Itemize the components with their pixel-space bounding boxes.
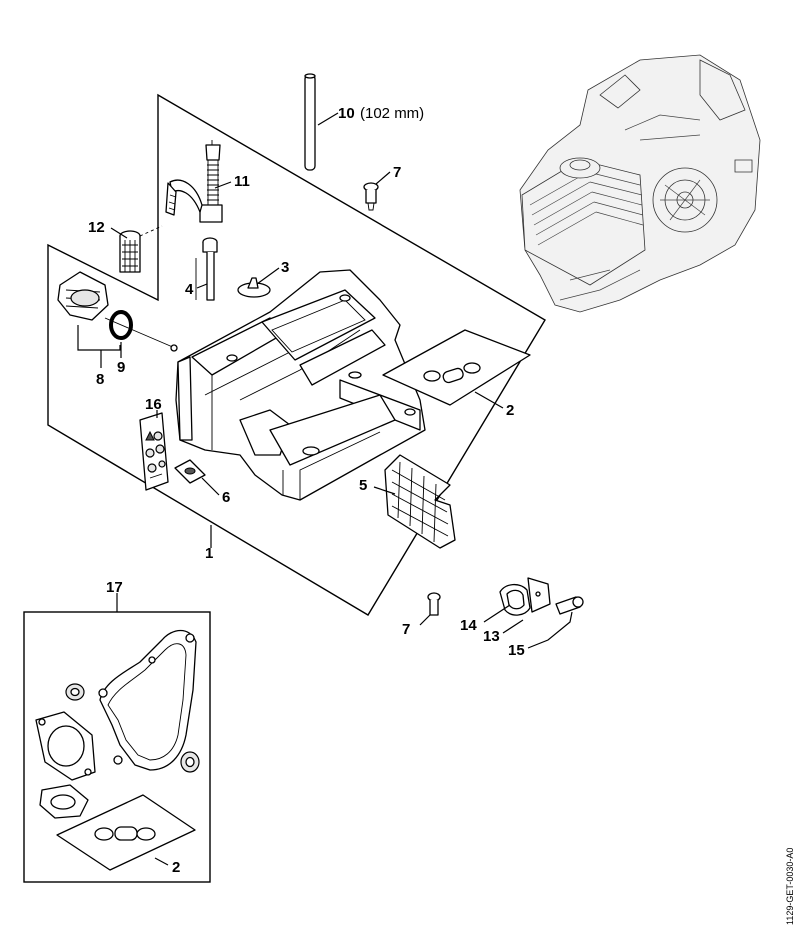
engine-reference-illustration <box>519 54 761 313</box>
document-id: 1129-GET-0030-A0 <box>785 848 795 925</box>
callout-9: 9 <box>117 359 125 376</box>
crankcase <box>175 269 426 501</box>
callout-12: 12 <box>88 219 105 236</box>
callout-10: 10 <box>338 105 355 122</box>
oil-hose <box>165 140 223 223</box>
callout-16: 16 <box>145 396 162 413</box>
filter-screen <box>384 454 456 549</box>
callout-13: 13 <box>483 628 500 645</box>
callout-7-lower: 7 <box>402 621 410 638</box>
part-4-fitting <box>195 237 218 301</box>
callout-2-lower: 2 <box>172 859 180 876</box>
callout-3: 3 <box>281 259 289 276</box>
callout-15: 15 <box>508 642 525 659</box>
part-6-pad <box>174 459 206 484</box>
callout-7-upper: 7 <box>393 164 401 181</box>
hose-102mm <box>304 73 316 171</box>
callout-14: 14 <box>460 617 477 634</box>
bracket-clip-screw <box>499 577 584 616</box>
callout-5: 5 <box>359 477 367 494</box>
callout-17: 17 <box>106 579 123 596</box>
leader-lines <box>77 112 573 866</box>
gasket-set <box>35 629 200 871</box>
callout-1: 1 <box>205 545 213 562</box>
gasket-upper <box>382 329 531 406</box>
oil-pump <box>57 271 178 352</box>
callout-labels: 1 2 2 3 4 5 6 7 7 8 9 10 (102 mm) 11 12 … <box>88 105 525 876</box>
part-3-cap <box>237 277 271 298</box>
callout-8: 8 <box>96 371 104 388</box>
warning-label <box>139 412 169 491</box>
callout-2-upper: 2 <box>506 402 514 419</box>
oil-strainer <box>119 225 163 273</box>
o-ring <box>109 310 133 340</box>
callout-11: 11 <box>234 173 250 190</box>
callout-6: 6 <box>222 489 230 506</box>
callout-10-length: (102 mm) <box>360 105 424 122</box>
callout-4: 4 <box>185 281 194 298</box>
screw-upper <box>363 182 379 211</box>
screw-lower <box>427 592 441 616</box>
assembly-frame <box>47 93 546 616</box>
